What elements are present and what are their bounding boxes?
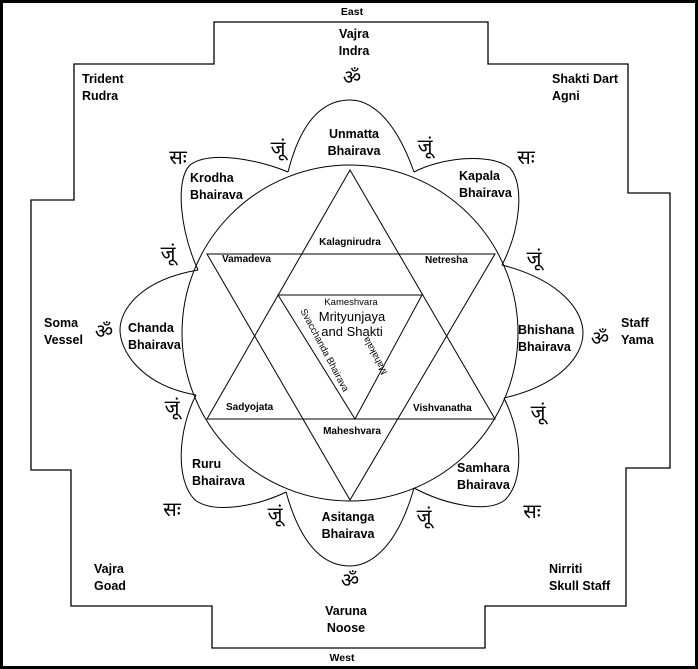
guardian-left-deity: Soma	[44, 316, 79, 330]
om-symbol-right: ॐ	[590, 326, 610, 350]
guardian-north-west: Trident Rudra	[82, 71, 124, 105]
inner-center-line-2: and Shakti	[321, 324, 383, 339]
hexagram-vamadeva: Vamadeva	[222, 254, 271, 265]
hexagram-kalagnirudra: Kalagnirudra	[319, 237, 381, 248]
sah-symbol-top-right: सः	[517, 145, 535, 169]
bhairava-name: Unmatta	[328, 127, 379, 141]
bhairava-chanda: Chanda Bhairava	[128, 320, 181, 354]
guardian-right-weapon: Staff	[621, 316, 649, 330]
diagram-background	[3, 3, 695, 666]
jum-symbol-6: जूं	[530, 400, 546, 424]
hexagram-vishvanatha: Vishvanatha	[413, 403, 472, 414]
circle	[181, 164, 519, 502]
petal-right	[501, 264, 584, 399]
bhairava-title: Bhairava	[459, 186, 512, 200]
bhairava-samhara: Samhara Bhairava	[457, 460, 510, 494]
inner-triangle	[277, 294, 423, 420]
jum-symbol-3: जूं	[160, 241, 176, 265]
guardian-se-deity: Nirriti	[549, 562, 583, 576]
petal-top-left	[180, 156, 289, 271]
direction-east: East	[340, 6, 364, 18]
bhairava-title: Bhairava	[190, 188, 243, 202]
guardian-right: Staff Yama	[621, 315, 654, 349]
sah-symbol-top-left: सः	[169, 145, 187, 169]
petal-top-right	[413, 158, 520, 266]
bhairava-title: Bhairava	[457, 478, 510, 492]
petal-left	[119, 269, 199, 396]
bhairava-title: Bhairava	[128, 338, 181, 352]
sah-symbol-bottom-left: सः	[163, 497, 181, 521]
guardian-sw-item: Goad	[94, 579, 126, 593]
jum-symbol-4: जूं	[526, 246, 542, 270]
guardian-ne-weapon: Shakti Dart	[552, 72, 618, 86]
guardian-nw-weapon: Trident	[82, 72, 124, 86]
petal-top	[287, 99, 415, 173]
guardian-east-weapon: Vajra	[339, 27, 369, 41]
bhairava-name: Krodha	[190, 171, 234, 185]
jum-symbol-7: जूं	[267, 502, 283, 526]
jum-symbol-5: जूं	[164, 395, 180, 419]
guardian-east: Vajra Indra	[339, 26, 370, 60]
inner-kameshvara: Kameshvara	[324, 297, 378, 308]
jum-symbol-8: जूं	[416, 504, 432, 528]
hexagram-netresha: Netresha	[425, 255, 468, 266]
sah-symbol-bottom-right: सः	[523, 499, 541, 523]
guardian-south-west: Vajra Goad	[94, 561, 126, 595]
bhairava-title: Bhairava	[321, 527, 375, 541]
jum-symbol-1: जूं	[270, 136, 286, 160]
bhairava-ruru: Ruru Bhairava	[192, 456, 245, 490]
bhairava-name: Chanda	[128, 321, 174, 335]
guardian-left-item: Vessel	[44, 333, 83, 347]
hexagram-sadyojata: Sadyojata	[226, 402, 274, 413]
guardian-sw-weapon: Vajra	[94, 562, 124, 576]
guardian-west: Varuna Noose	[325, 603, 367, 637]
om-symbol-bottom: ॐ	[340, 568, 360, 592]
guardian-se-weapon: Skull Staff	[549, 579, 611, 593]
bhairava-name: Asitanga	[321, 510, 375, 524]
bhairava-name: Samhara	[457, 461, 510, 475]
guardian-east-deity: Indra	[338, 44, 370, 58]
bhupura-outline	[30, 21, 671, 649]
downward-triangle	[206, 253, 496, 501]
petal-bottom-right	[413, 397, 520, 508]
direction-west: West	[329, 652, 355, 664]
om-symbol-top: ॐ	[342, 65, 362, 89]
bhairava-title: Bhairava	[327, 144, 381, 158]
guardian-north-east: Shakti Dart Agni	[552, 71, 618, 105]
petal-bottom-left	[180, 394, 287, 509]
bhairava-name: Bhishana	[518, 323, 575, 337]
petal-bottom	[285, 487, 415, 567]
bhairava-krodha: Krodha Bhairava	[190, 170, 243, 204]
inner-center: Mrityunjaya and Shakti	[319, 309, 385, 339]
bhairava-name: Ruru	[192, 457, 222, 471]
guardian-right-deity: Yama	[621, 333, 654, 347]
bhairava-title: Bhairava	[518, 340, 571, 354]
guardian-south-east: Nirriti Skull Staff	[549, 561, 610, 595]
om-symbol-left: ॐ	[94, 319, 114, 343]
bhairava-kapala: Kapala Bhairava	[459, 168, 512, 202]
jum-symbol-2: जूं	[417, 134, 433, 158]
bhairava-asitanga: Asitanga Bhairava	[322, 509, 375, 543]
guardian-west-weapon: Noose	[326, 621, 366, 635]
guardian-west-deity: Varuna	[325, 604, 367, 618]
guardian-nw-deity: Rudra	[82, 89, 119, 103]
bhairava-unmatta: Unmatta Bhairava	[328, 126, 381, 160]
bhairava-name: Kapala	[459, 169, 500, 183]
guardian-left: Soma Vessel	[44, 315, 83, 349]
bhairava-bhishana: Bhishana Bhairava	[518, 322, 574, 356]
inner-center-line-1: Mrityunjaya	[318, 309, 386, 324]
hexagram-maheshvara: Maheshvara	[323, 426, 381, 437]
guardian-ne-deity: Agni	[552, 89, 580, 103]
bhairava-title: Bhairava	[192, 474, 245, 488]
